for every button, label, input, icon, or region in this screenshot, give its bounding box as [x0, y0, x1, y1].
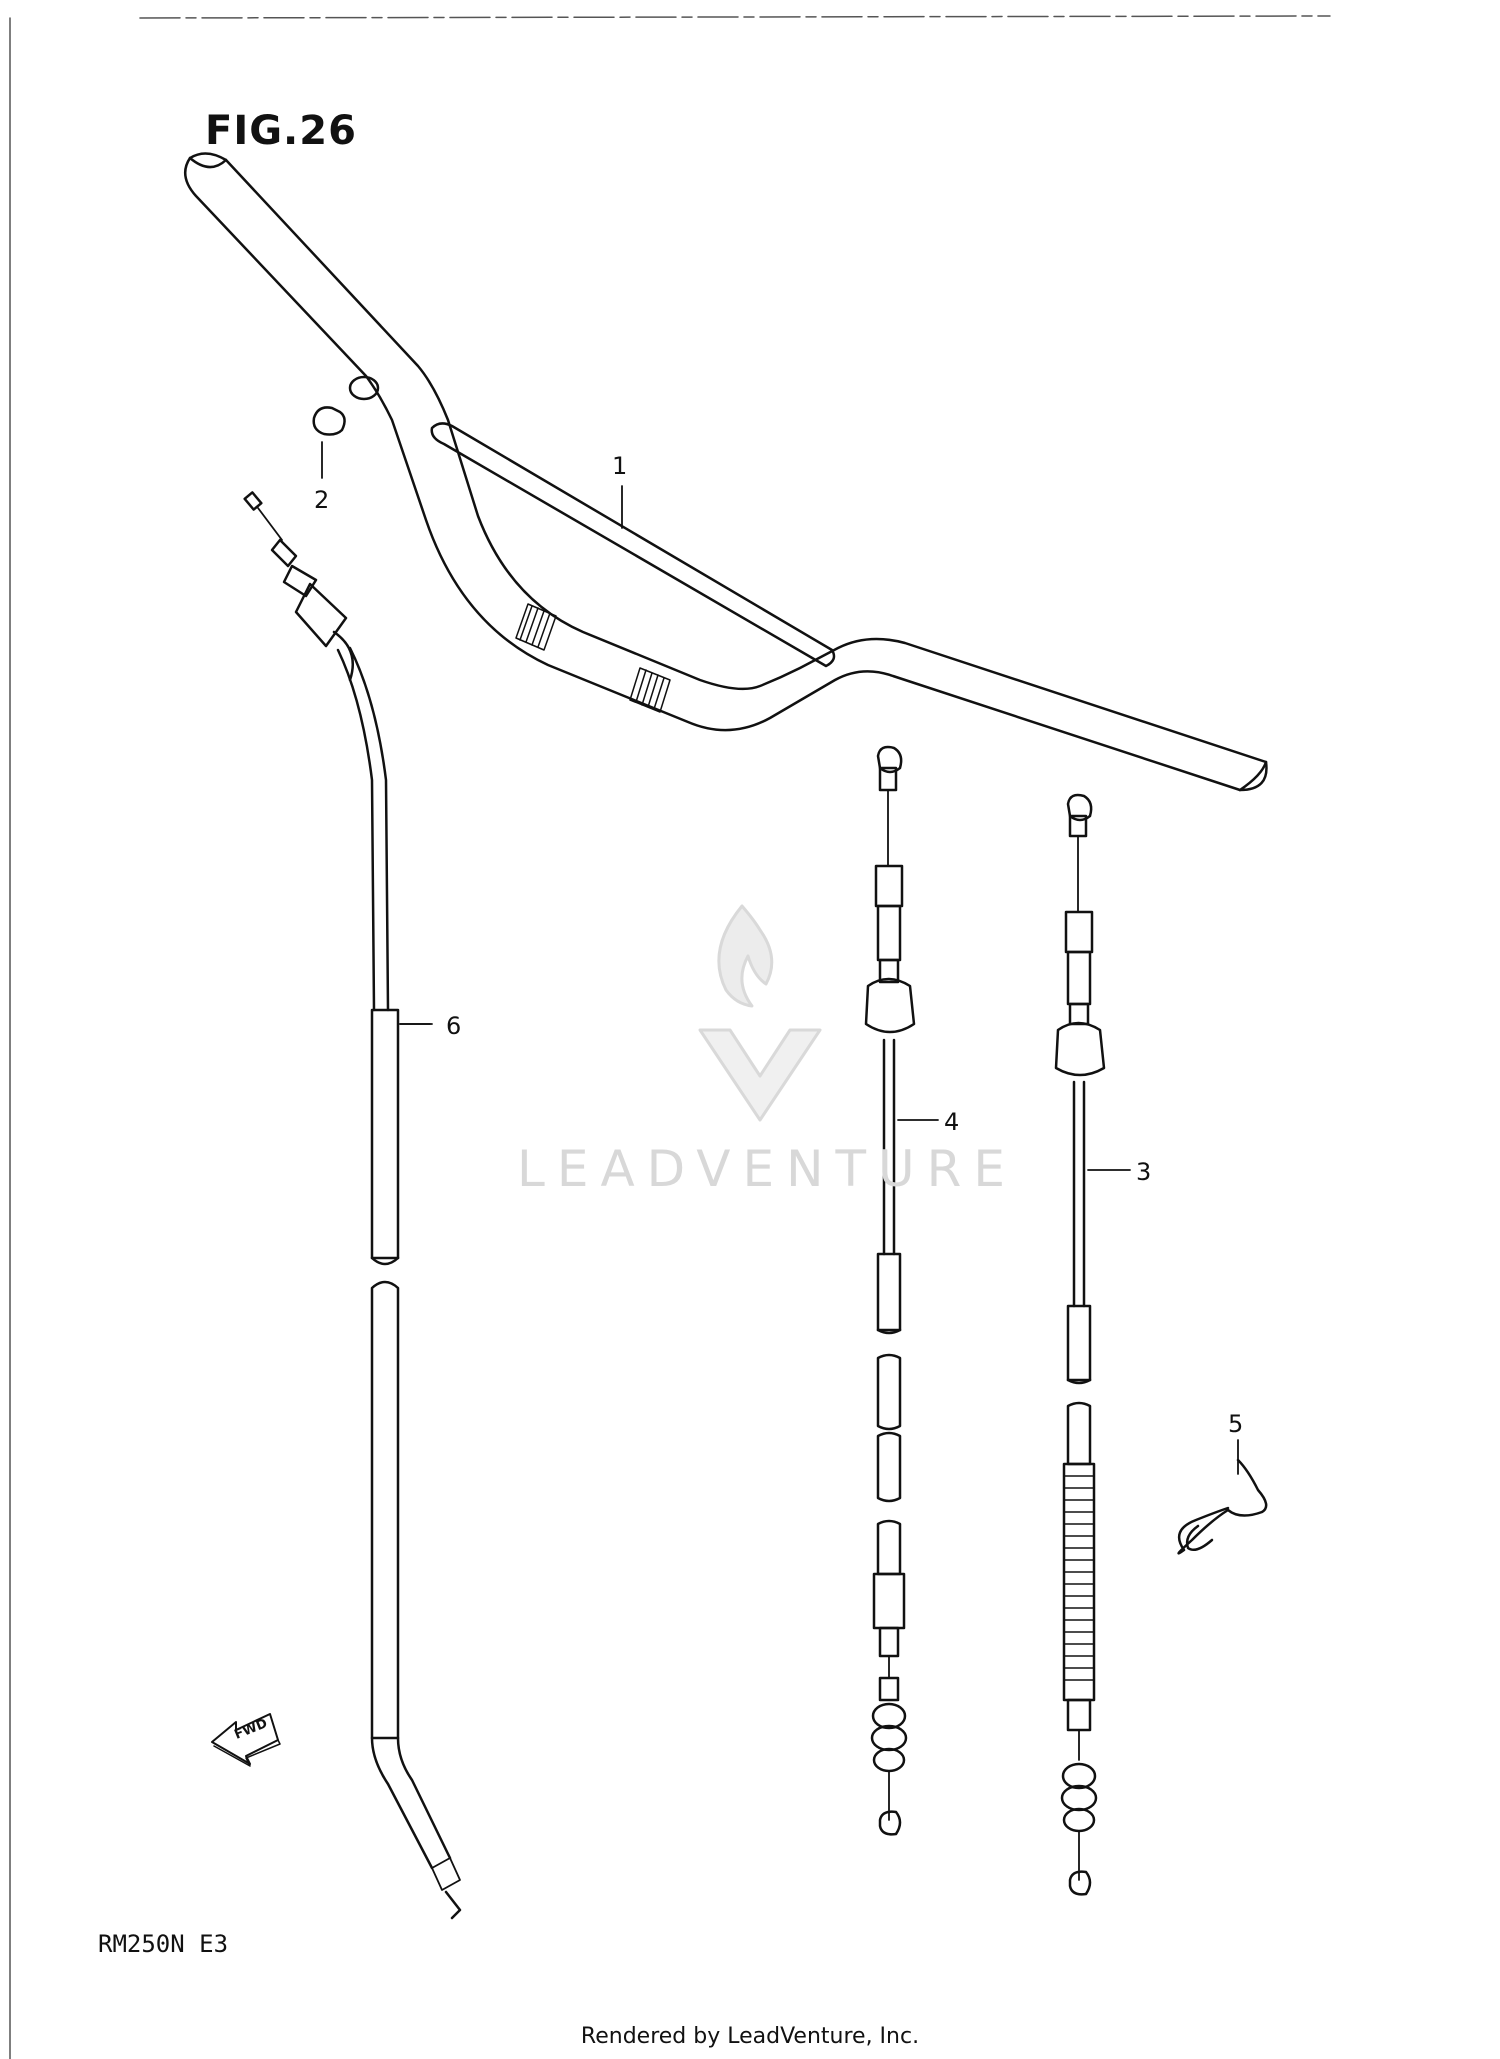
callout-1: 1 — [612, 452, 628, 480]
clutch-cable-right — [1054, 793, 1106, 1896]
watermark-logo — [698, 904, 822, 1122]
fwd-arrow-icon — [211, 1713, 281, 1767]
clutch-cable-middle — [864, 745, 916, 1836]
throttle-cable — [243, 491, 462, 1920]
callout-3: 3 — [1136, 1158, 1152, 1186]
cable-clip — [1177, 1458, 1268, 1555]
callout-6: 6 — [446, 1012, 462, 1040]
knurl-left — [515, 603, 557, 651]
footer-credit: Rendered by LeadVenture, Inc. — [580, 2024, 920, 2049]
handlebar — [183, 152, 1268, 792]
end-plug — [312, 406, 346, 479]
leader-lines — [399, 485, 1239, 1475]
callout-2: 2 — [314, 486, 330, 514]
callout-5: 5 — [1228, 1410, 1244, 1438]
knurl-right — [629, 667, 671, 713]
watermark-text: LEADVENTURE — [517, 1140, 1017, 1198]
figure-title: FIG.26 — [205, 108, 357, 154]
page-border — [9, 15, 1331, 2059]
model-code: RM250N E3 — [98, 1930, 229, 1958]
callout-4: 4 — [944, 1108, 960, 1136]
spring-coils — [1063, 1475, 1095, 1681]
